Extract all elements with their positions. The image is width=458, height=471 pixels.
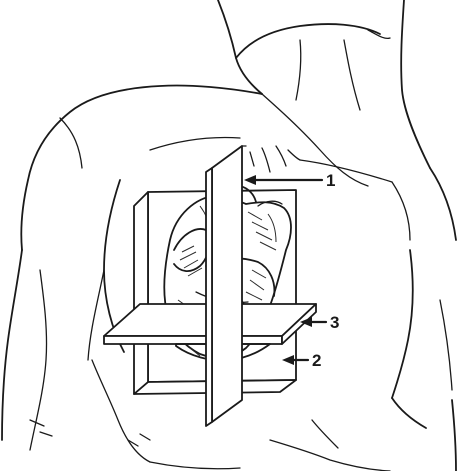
callout-1-label: 1	[326, 171, 335, 190]
sagittal-plane	[206, 146, 246, 426]
callout-3-label: 3	[330, 313, 339, 332]
callout-2-label: 2	[312, 351, 321, 370]
callout-1-arrowhead	[244, 175, 256, 185]
callout-1: 1	[244, 171, 335, 190]
